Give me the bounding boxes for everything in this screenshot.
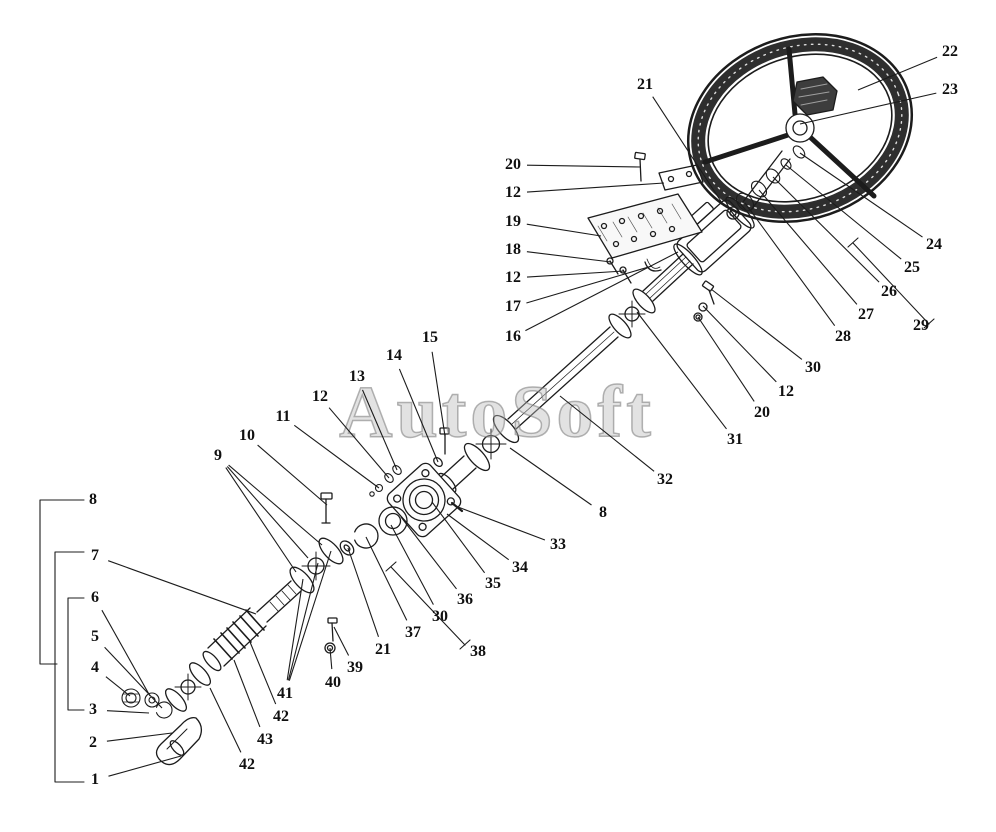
left-fasteners (121, 688, 173, 719)
bolt-20-upper (634, 151, 646, 182)
bolt-15 (433, 427, 450, 468)
clamp-17 (644, 258, 662, 272)
group-brackets (39, 237, 935, 783)
bracket-29 (847, 237, 935, 329)
bolt-10 (320, 492, 333, 524)
intermediate-shaft (507, 326, 619, 430)
plate-bolts (606, 257, 632, 284)
wheel-hub (785, 113, 815, 143)
wheel-spoke (702, 132, 791, 165)
splined-shaft (642, 253, 694, 302)
steering-wheel (686, 33, 914, 223)
bearing-and-rings (339, 506, 408, 556)
lower-shaft (256, 580, 302, 623)
side-bolt-cluster (693, 280, 715, 322)
bracket-38 (385, 561, 471, 650)
bottom-universal-joint (164, 662, 212, 712)
upper-shaft (742, 150, 791, 211)
lower-yoke-joint (289, 537, 344, 594)
horn-cap (792, 76, 838, 116)
middle-universal-joint (463, 414, 520, 472)
wheel-spoke (786, 46, 798, 117)
small-bolt-nut-39-40 (324, 617, 338, 654)
mounting-plate (587, 193, 703, 259)
boot-bellows (202, 607, 267, 672)
bottom-fork (155, 717, 203, 766)
